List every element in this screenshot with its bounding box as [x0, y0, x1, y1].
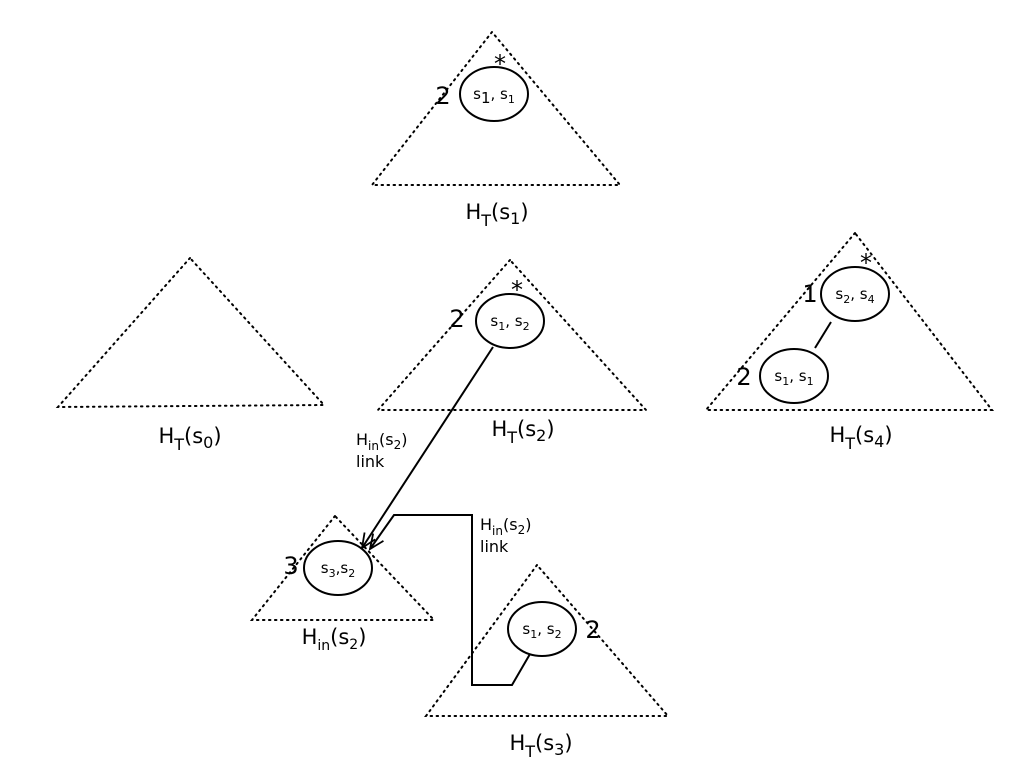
node-s1-s1-right — [759, 348, 829, 404]
node-s1-s2-bottom — [507, 601, 577, 657]
triangle-ht-s3-label: HT(s3) — [509, 731, 572, 761]
node-s1-s2-bottom-count: 2 — [585, 616, 600, 644]
node-s1-s1-right-count: 2 — [736, 363, 751, 391]
link-hin-2-label-line1: Hin(s2) — [480, 515, 531, 538]
triangle-ht-s2: s1, s2 2 * HT(s2) — [375, 258, 649, 447]
triangle-ht-s0-label: HT(s0) — [158, 424, 221, 454]
node-s1-s2-mid-count: 2 — [449, 305, 464, 333]
node-s2-s4-count: 1 — [802, 280, 817, 308]
node-s2-s4-label: s2, s4 — [835, 285, 874, 306]
triangle-ht-s4-label: HT(s4) — [829, 423, 892, 453]
node-s1-s2-mid-label: s1, s2 — [490, 312, 529, 333]
link-hin-2: Hin(s2) link — [370, 514, 531, 686]
node-s1-s1-top — [459, 66, 529, 122]
node-s1-s1-top-star: * — [494, 50, 506, 78]
link-hin-1-label-line1: Hin(s2) — [356, 430, 407, 453]
triangle-ht-s3: s1, s2 2 HT(s3) — [424, 563, 671, 761]
node-s1-s2-mid-star: * — [511, 276, 523, 304]
triangle-hin-s2: s3,s2 3 Hin(s2) — [249, 514, 437, 654]
link-hin-1: Hin(s2) link — [356, 346, 494, 548]
link-hin-2-label-line2: link — [480, 537, 509, 556]
node-s3-s2 — [303, 540, 373, 596]
node-s3-s2-count: 3 — [283, 552, 298, 580]
node-s2-s4-star: * — [860, 249, 872, 277]
link-hin-1-label-line2: link — [356, 452, 385, 471]
node-s1-s1-right-label: s1, s1 — [774, 367, 813, 388]
triangle-ht-s0: HT(s0) — [55, 256, 327, 454]
triangle-hin-s2-label: Hin(s2) — [302, 625, 367, 654]
triangle-ht-s1: s1, s1 2 * HT(s1) — [369, 30, 623, 230]
triangle-ht-s4: s2, s4 1 * s1, s1 2 HT(s4) — [703, 231, 995, 453]
triangle-ht-s2-label: HT(s2) — [491, 417, 554, 447]
node-s1-s1-top-count: 2 — [435, 82, 450, 110]
node-s3-s2-label: s3,s2 — [321, 559, 355, 580]
node-s1-s1-top-label: s1, s1 — [473, 85, 515, 107]
node-s2-s4 — [820, 266, 890, 322]
triangle-ht-s1-label: HT(s1) — [465, 200, 528, 230]
link-hin-1-arrow — [362, 346, 494, 548]
link-hin-2-arrow — [370, 514, 531, 686]
node-s1-s2-bottom-label: s1, s2 — [522, 620, 561, 641]
edge-s2s4-s1s1 — [814, 321, 832, 349]
node-s1-s2-mid — [475, 293, 545, 349]
